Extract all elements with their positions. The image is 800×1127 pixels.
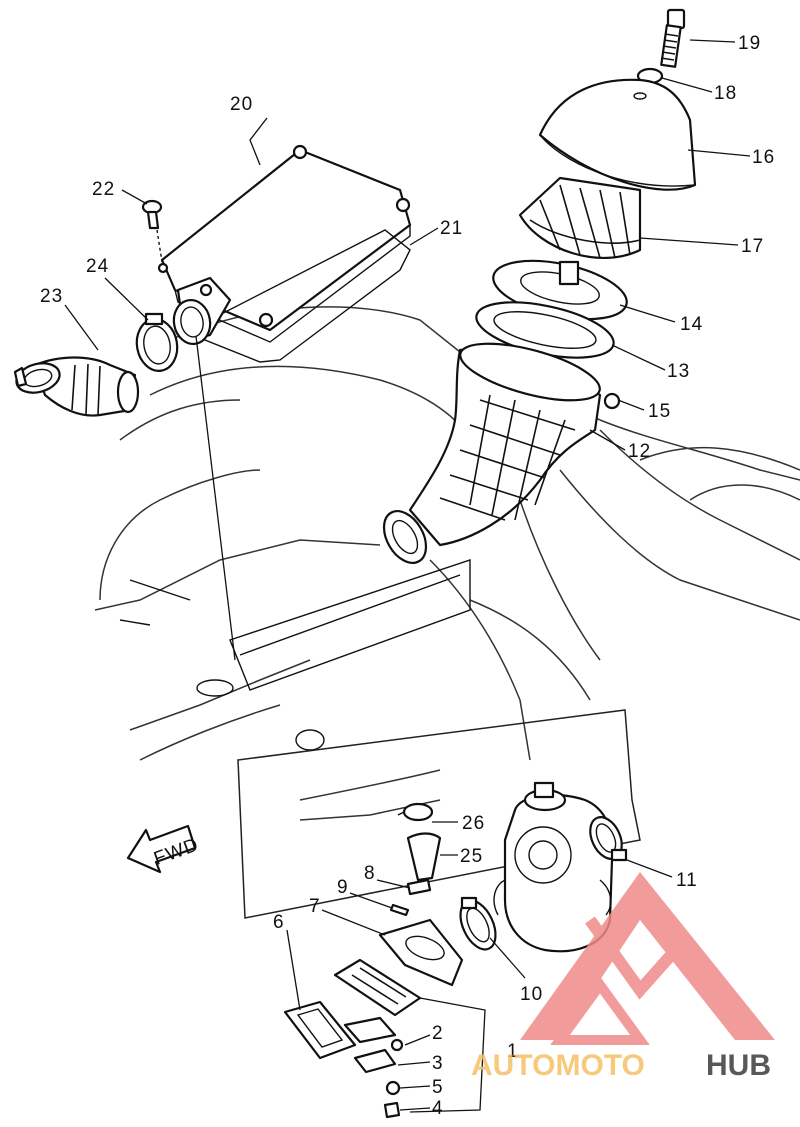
callout-16: 16 [752,147,775,168]
part-5-washer [385,1080,401,1096]
reed-stopper [343,1016,397,1044]
callout-1: 1 [507,1041,519,1062]
automotohub-watermark: AUTOMOTO HUB [471,872,775,1082]
callout-8: 8 [364,863,376,884]
callout-6: 6 [273,912,285,933]
callout-2: 2 [432,1023,444,1044]
callout-17: 17 [741,236,764,257]
forward-direction-arrow: FWD [126,824,202,874]
callout-5: 5 [432,1077,444,1098]
watermark-text-hub: HUB [706,1049,771,1082]
callout-25: 25 [460,846,483,867]
part-21-cover-gasket [199,229,411,363]
part-9-pin [389,903,410,917]
callout-22: 22 [92,179,115,200]
callout-9: 9 [337,877,349,898]
part-6-gasket [283,1000,357,1060]
callout-15: 15 [648,401,671,422]
subassembly-frame [237,709,641,919]
part-24-hose-clamp [135,312,179,372]
part-22-screw [141,199,163,230]
part-16-cone-cover [538,78,697,191]
callout-10: 10 [520,984,543,1005]
callout-26: 26 [462,813,485,834]
callout-18: 18 [714,83,737,104]
part-19-bolt [660,8,686,68]
callout-19: 19 [738,33,761,54]
leader-lines [64,39,751,1113]
callout-20: 20 [230,94,253,115]
part-26-clip [397,802,434,822]
callout-21: 21 [440,218,463,239]
part-10-clamp [459,896,497,951]
part-23-intake-elbow [13,356,140,417]
callout-7: 7 [309,896,321,917]
part-8-spring [406,878,432,896]
part-2-washer [390,1038,404,1052]
airbox-outlet-pipe [172,276,232,345]
watermark-triangle-logo [520,872,775,1045]
part-25-fitting [406,832,442,882]
callout-24: 24 [86,256,109,277]
part-12-intake-duct [382,342,602,564]
carburetor-body [493,781,614,953]
part-3-reed-plate [353,1048,397,1074]
part-15-nut [603,392,621,410]
watermark-text-automoto: AUTOMOTO [471,1049,645,1082]
callout-11: 11 [676,870,698,891]
callout-numbers: 19 18 16 17 20 21 22 24 23 14 13 15 12 2… [40,33,775,1119]
part-11-clamp [589,816,628,862]
part-7-reed-housing [378,918,464,987]
hull-outline [94,306,800,821]
callout-14: 14 [680,314,703,335]
callout-13: 13 [667,361,690,382]
part-4-screw [383,1101,401,1119]
callout-12: 12 [628,441,651,462]
reed-block [333,958,422,1017]
callout-23: 23 [40,286,63,307]
callout-3: 3 [432,1053,444,1074]
callout-4: 4 [432,1098,444,1119]
part-17-arrester-cage [518,176,642,259]
part-20-airbox-cover [160,144,412,343]
